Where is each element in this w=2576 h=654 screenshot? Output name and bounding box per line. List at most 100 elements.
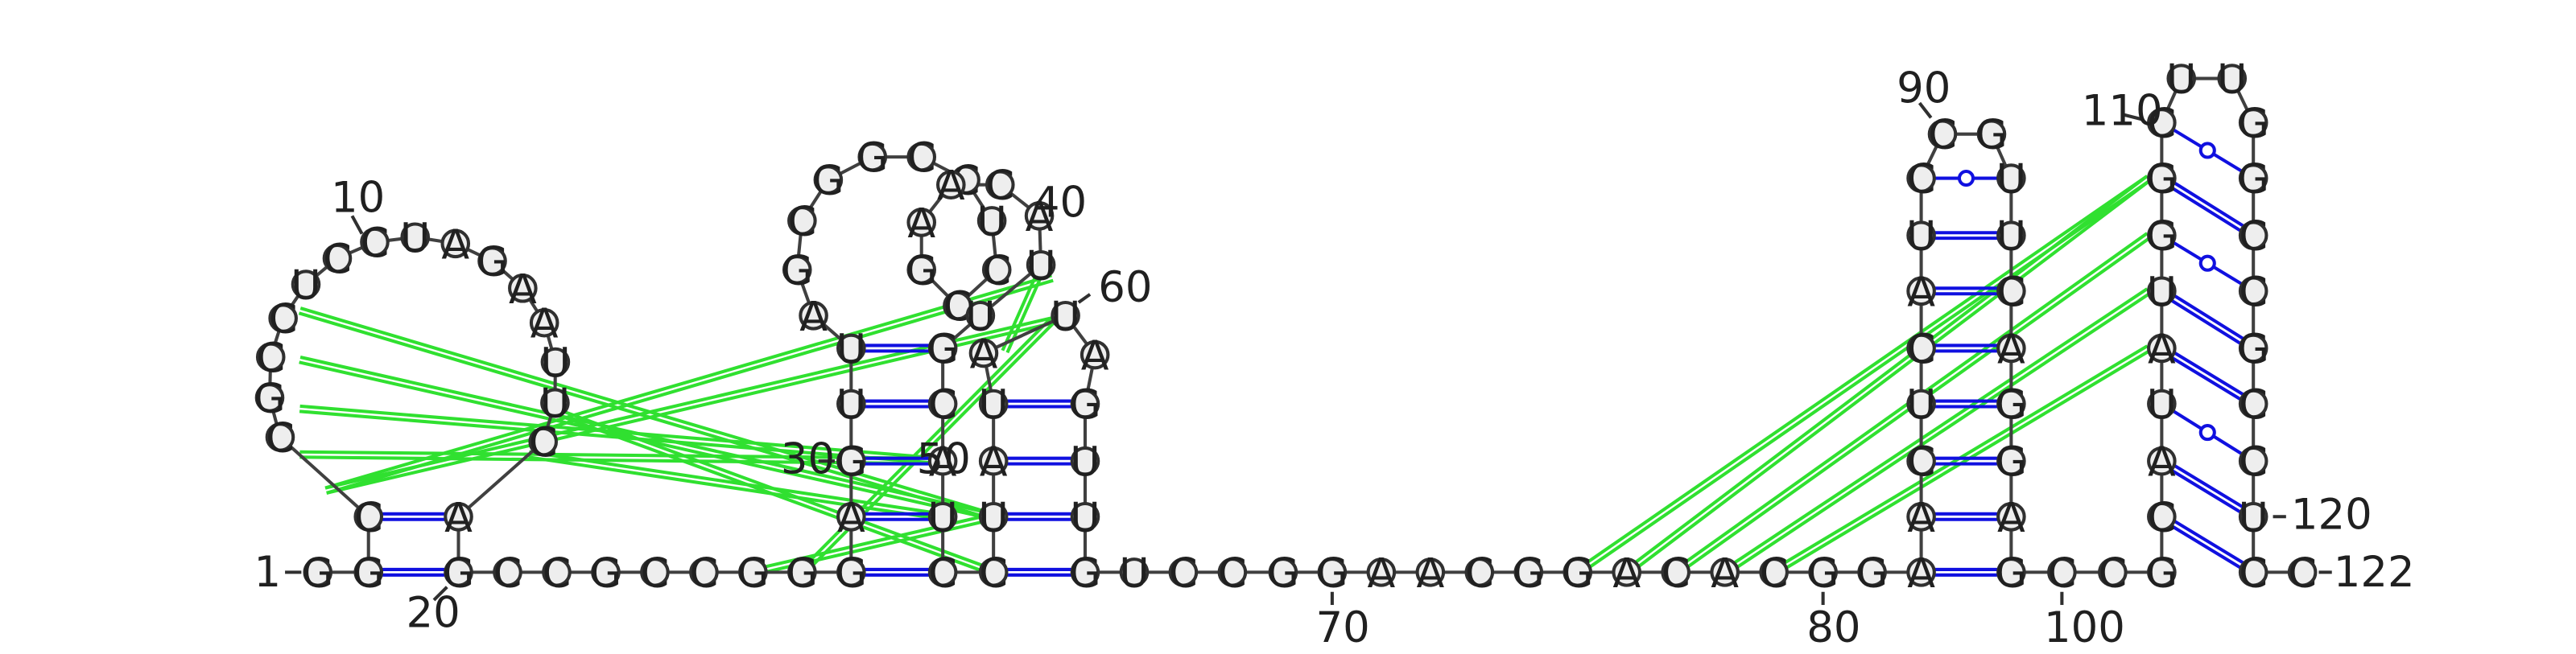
nucleotide: G	[737, 549, 769, 597]
nucleotide-circle	[2047, 557, 2077, 587]
nucleotide-letter: G	[812, 157, 844, 204]
nucleotide-letter: C	[1169, 549, 1197, 597]
nucleotide: A	[1996, 494, 2026, 541]
nucleotide-letter: G	[302, 549, 333, 597]
nucleotide-circle	[1024, 200, 1055, 231]
nucleotide-letter: C	[2099, 549, 2127, 597]
nucleotide-circle	[254, 383, 285, 413]
nucleotide-circle	[322, 243, 353, 274]
nucleotide: G	[927, 325, 958, 372]
nucleotide: G	[1975, 111, 2007, 158]
nucleotide-letter: C	[2239, 549, 2267, 597]
nucleotide: C	[255, 334, 286, 381]
nucleotide-letter: U	[836, 381, 866, 429]
nucleotide: G	[857, 134, 888, 182]
nucleotide-circle	[836, 446, 866, 476]
nucleotide-circle	[1080, 339, 1110, 370]
base-pair-layer	[368, 121, 2256, 577]
nucleotide-letter: U	[2239, 494, 2268, 541]
nucleotide-letter: U	[979, 381, 1009, 429]
pseudoknot-layer	[298, 175, 2152, 577]
nucleotide-circle	[985, 170, 1015, 199]
nucleotide: G	[2237, 325, 2268, 372]
nucleotide-letter: C	[1907, 155, 1935, 203]
backbone-segment	[983, 314, 1067, 355]
nucleotide-letter: G	[2146, 549, 2178, 597]
nucleotide-letter: A	[1367, 549, 1395, 597]
nucleotide-letter: C	[2048, 549, 2076, 597]
nucleotide-letter: U	[2147, 268, 2177, 315]
nucleotide-circle	[2147, 163, 2177, 193]
nucleotide: G	[836, 549, 867, 597]
nucleotide: C	[1464, 549, 1495, 597]
nucleotide-circle	[640, 557, 670, 587]
nucleotide-circle	[1996, 446, 2026, 476]
nucleotide: A	[906, 199, 937, 247]
nucleotide: G	[254, 375, 285, 422]
nucleotide: U	[1070, 438, 1100, 486]
nucleotide: C	[1996, 268, 2026, 315]
nucleotide-letter: C	[1997, 268, 2025, 315]
nucleotide-circle	[1906, 163, 1936, 193]
nucleotide: C	[1906, 325, 1936, 372]
nucleotide-circle	[1710, 557, 1740, 587]
nucleotide: G	[353, 549, 384, 597]
nucleotide-letter: G	[1562, 549, 1593, 597]
pseudoknot-line	[324, 274, 1052, 490]
nucleotide: U	[2147, 381, 2177, 429]
nucleotide: A	[1415, 549, 1446, 597]
nucleotide: C	[2238, 381, 2268, 429]
nucleotide-letter: C	[493, 549, 522, 597]
nucleotide-circle	[1906, 220, 1936, 250]
nucleotide-circle	[857, 142, 888, 172]
nucleotide-circle	[906, 208, 937, 237]
nucleotide-circle	[1612, 557, 1642, 587]
nucleotide: C	[322, 236, 353, 283]
nucleotide-letter: A	[1416, 549, 1444, 597]
nucleotide-circle	[2147, 108, 2177, 138]
nucleotide-circle	[2147, 333, 2177, 364]
base-pair-line	[2159, 349, 2253, 408]
nucleotide: G	[477, 238, 508, 286]
nucleotide-circle	[1268, 557, 1298, 587]
nucleotide: G	[1807, 549, 1839, 597]
nucleotide-circle	[591, 557, 621, 587]
nucleotide: U	[540, 339, 570, 387]
nucleotide: G	[2237, 155, 2268, 203]
nucleotide-circle	[2147, 220, 2177, 250]
nucleotide-circle	[2238, 220, 2268, 250]
nucleotide: C	[640, 549, 670, 597]
nucleotide: C	[2238, 212, 2268, 260]
nucleotide: G	[1996, 381, 2027, 429]
nucleotide-circle	[782, 255, 812, 285]
nucleotide-letter: A	[799, 293, 828, 340]
nucleotide-letter: G	[590, 549, 621, 597]
nucleotide: A	[927, 438, 958, 486]
nucleotide-letter: G	[786, 549, 818, 597]
nucleotide-circle	[1464, 557, 1495, 587]
nucleotide-circle	[1906, 501, 1936, 532]
nucleotide-letter: U	[1996, 212, 2026, 260]
nucleotide: U	[1906, 212, 1936, 260]
nucleotide-letter: C	[1907, 325, 1935, 372]
nucleotide-letter: A	[1907, 549, 1935, 597]
nucleotide-circle	[1317, 557, 1348, 587]
nucleotide: A	[1906, 549, 1936, 597]
pseudoknot-line	[1722, 287, 2149, 572]
nucleotide: U	[977, 198, 1007, 245]
nucleotide-letter: C	[986, 162, 1014, 209]
nucleotide-letter: U	[1070, 494, 1100, 541]
pseudoknot-line	[1001, 276, 1037, 352]
nucleotide-circle	[542, 557, 572, 587]
nucleotide-circle	[1415, 557, 1446, 587]
nucleotide-letter: U	[540, 339, 570, 387]
nucleotide-letter: U	[2147, 381, 2177, 429]
nucleotide-circle	[268, 303, 298, 333]
nucleotide-letter: C	[2239, 212, 2267, 260]
position-label: 1	[254, 548, 281, 597]
nucleotide-letter: U	[1906, 381, 1936, 429]
nucleotide-circle	[906, 255, 937, 285]
nucleotide: A	[508, 265, 538, 313]
nucleotide-letter: C	[2288, 549, 2316, 597]
nucleotide: C	[542, 549, 572, 597]
